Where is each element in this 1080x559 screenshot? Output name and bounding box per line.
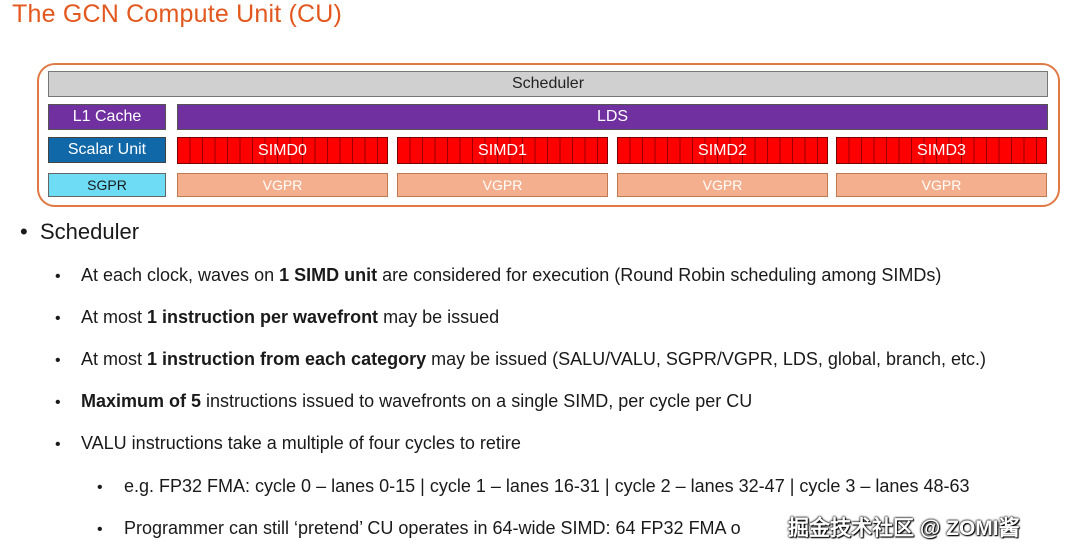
bullet-heading: Scheduler — [40, 219, 140, 244]
slide-title: The GCN Compute Unit (CU) — [12, 0, 343, 28]
bullet-item-1: • At each clock, waves on 1 SIMD unit ar… — [55, 265, 942, 285]
b4-text-post: instructions issued to wavefronts on a s… — [201, 391, 753, 411]
bullet-scheduler: • Scheduler — [20, 219, 139, 245]
b1-text-bold: 1 SIMD unit — [279, 265, 378, 285]
scalar-unit-block: Scalar Unit — [48, 137, 166, 163]
b1-text-pre: At each clock, waves on — [81, 265, 280, 285]
b2-text-post: may be issued — [378, 307, 500, 327]
simd1-block: SIMD1 — [397, 137, 608, 164]
bullet-dot: • — [20, 219, 28, 244]
sgpr-block: SGPR — [48, 173, 166, 197]
simd3-block: SIMD3 — [836, 137, 1047, 164]
b3-text-bold: 1 instruction from each category — [147, 349, 427, 369]
watermark: 掘金技术社区 @ ZOMI酱 — [788, 517, 1020, 540]
bullet-item-2: • At most 1 instruction per wavefront ma… — [55, 307, 500, 327]
b3-text-pre: At most — [81, 349, 148, 369]
simd3-label: SIMD3 — [917, 141, 966, 159]
vgpr1-block: VGPR — [397, 173, 608, 197]
bullet-item-4: • Maximum of 5 instructions issued to wa… — [55, 391, 753, 411]
vgpr2-block: VGPR — [617, 173, 828, 197]
bullet-item-5: • VALU instructions take a multiple of f… — [55, 433, 521, 453]
b4-text-bold: Maximum of 5 — [81, 391, 202, 411]
b2-text-bold: 1 instruction per wavefront — [147, 307, 379, 327]
b3-text-post: may be issued (SALU/VALU, SGPR/VGPR, LDS… — [426, 349, 986, 369]
b2-text-pre: At most — [81, 307, 148, 327]
simd1-label: SIMD1 — [478, 141, 527, 159]
vgpr0-block: VGPR — [177, 173, 388, 197]
sub-bullet-item-2: • Programmer can still ‘pretend’ CU oper… — [97, 518, 741, 538]
b1-text-post: are considered for execution (Round Robi… — [377, 265, 942, 285]
s1-text: e.g. FP32 FMA: cycle 0 – lanes 0-15 | cy… — [124, 476, 970, 496]
simd2-label: SIMD2 — [698, 141, 747, 159]
b5-text: VALU instructions take a multiple of fou… — [81, 433, 521, 453]
simd2-block: SIMD2 — [617, 137, 828, 164]
vgpr3-block: VGPR — [836, 173, 1047, 197]
simd0-label: SIMD0 — [258, 141, 307, 159]
scheduler-block: Scheduler — [48, 71, 1048, 97]
s2-text: Programmer can still ‘pretend’ CU operat… — [124, 518, 741, 538]
l1-cache-block: L1 Cache — [48, 104, 166, 130]
simd0-block: SIMD0 — [177, 137, 388, 164]
lds-block: LDS — [177, 104, 1048, 130]
sub-bullet-item-1: • e.g. FP32 FMA: cycle 0 – lanes 0-15 | … — [97, 476, 970, 496]
bullet-item-3: • At most 1 instruction from each catego… — [55, 349, 986, 369]
